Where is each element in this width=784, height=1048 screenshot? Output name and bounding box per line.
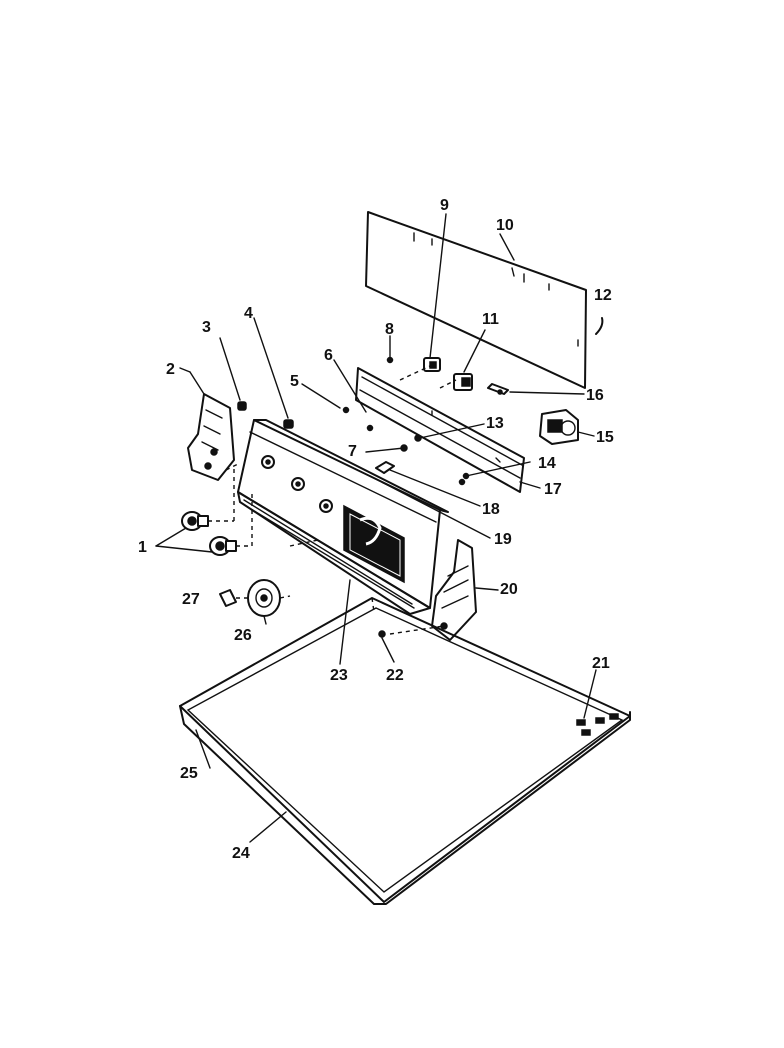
- clip-4: [283, 419, 294, 429]
- label-25: 25: [180, 765, 198, 782]
- label-22: 22: [386, 667, 404, 684]
- label-24: 24: [232, 845, 250, 862]
- label-21: 21: [592, 655, 610, 672]
- left-endcap-2: [187, 393, 235, 481]
- label-27: 27: [182, 591, 200, 608]
- clip-3: [237, 401, 247, 411]
- top-cover-24: [179, 597, 631, 905]
- label-18: 18: [482, 501, 500, 518]
- label-20: 20: [500, 581, 518, 598]
- leader-lines: [155, 213, 597, 843]
- label-10: 10: [496, 217, 514, 234]
- label-6: 6: [324, 347, 333, 364]
- label-4: 4: [244, 305, 253, 322]
- label-8: 8: [385, 321, 394, 338]
- screw-22: [378, 630, 386, 638]
- timer-motor-15: [539, 409, 579, 445]
- label-26: 26: [234, 627, 252, 644]
- label-14: 14: [538, 455, 556, 472]
- label-7: 7: [348, 443, 357, 460]
- terminal-16: [487, 383, 509, 395]
- label-16: 16: [586, 387, 604, 404]
- rear-panel: [365, 211, 587, 389]
- label-2: 2: [166, 361, 175, 378]
- label-1: 1: [138, 539, 147, 556]
- label-12: 12: [594, 287, 612, 304]
- connector-9: [423, 357, 441, 372]
- label-3: 3: [202, 319, 211, 336]
- label-13: 13: [486, 415, 504, 432]
- label-17: 17: [544, 481, 562, 498]
- label-9: 9: [440, 197, 449, 214]
- right-endcap-20: [431, 539, 477, 641]
- small-hardware: [342, 356, 470, 486]
- loose-knobs-1: [181, 511, 237, 556]
- control-console: [237, 419, 449, 615]
- knob-insert-27: [219, 589, 237, 607]
- label-15: 15: [596, 429, 614, 446]
- label-11: 11: [482, 311, 499, 328]
- switch-11: [453, 373, 473, 391]
- screw-12: [595, 317, 604, 335]
- label-19: 19: [494, 531, 512, 548]
- label-5: 5: [290, 373, 299, 390]
- dial-26: [247, 579, 281, 617]
- label-23: 23: [330, 667, 348, 684]
- part-labels: 1 2 3 4 5 6 7 8 9 10 11 12 13 14 15 16 1…: [138, 197, 614, 862]
